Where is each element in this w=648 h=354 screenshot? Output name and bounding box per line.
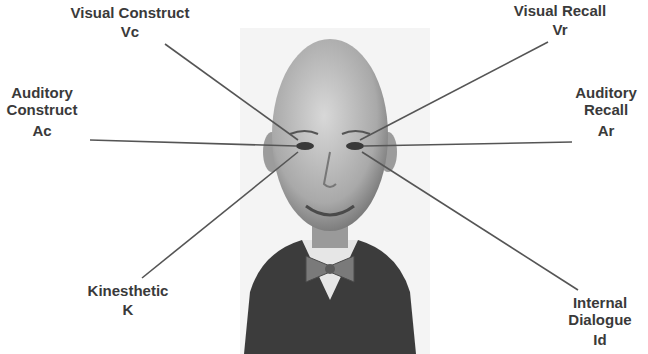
eye: [296, 142, 314, 150]
leader-line: [360, 42, 548, 140]
photo-ground: [240, 28, 430, 354]
shirt: [302, 240, 358, 300]
leader-line: [90, 140, 296, 146]
leader-line: [364, 142, 572, 146]
cue-name: Visual Construct: [55, 4, 205, 21]
leader-line: [362, 152, 578, 290]
eye: [346, 142, 364, 150]
cue-code: Id: [580, 331, 620, 348]
nose: [324, 152, 336, 187]
leader-line: [142, 152, 298, 278]
eyebrow: [290, 131, 318, 134]
cue-name: Visual Recall: [495, 2, 625, 19]
cue-code: K: [108, 301, 148, 318]
jacket: [244, 240, 416, 354]
bow-tie-knot: [325, 264, 335, 274]
cue-code: Vr: [540, 21, 580, 38]
cue-name: Auditory Construct: [2, 84, 82, 118]
cue-code: Ac: [22, 122, 62, 139]
cue-name: Auditory Recall: [569, 84, 643, 118]
cue-code: Ar: [586, 122, 626, 139]
cue-name: Kinesthetic: [73, 282, 183, 299]
cue-code: Vc: [110, 23, 150, 40]
leader-line: [165, 44, 298, 140]
cue-name: Internal Dialogue: [560, 294, 640, 328]
eyebrow: [342, 131, 370, 134]
bow-tie: [306, 256, 354, 282]
smile: [306, 206, 354, 215]
